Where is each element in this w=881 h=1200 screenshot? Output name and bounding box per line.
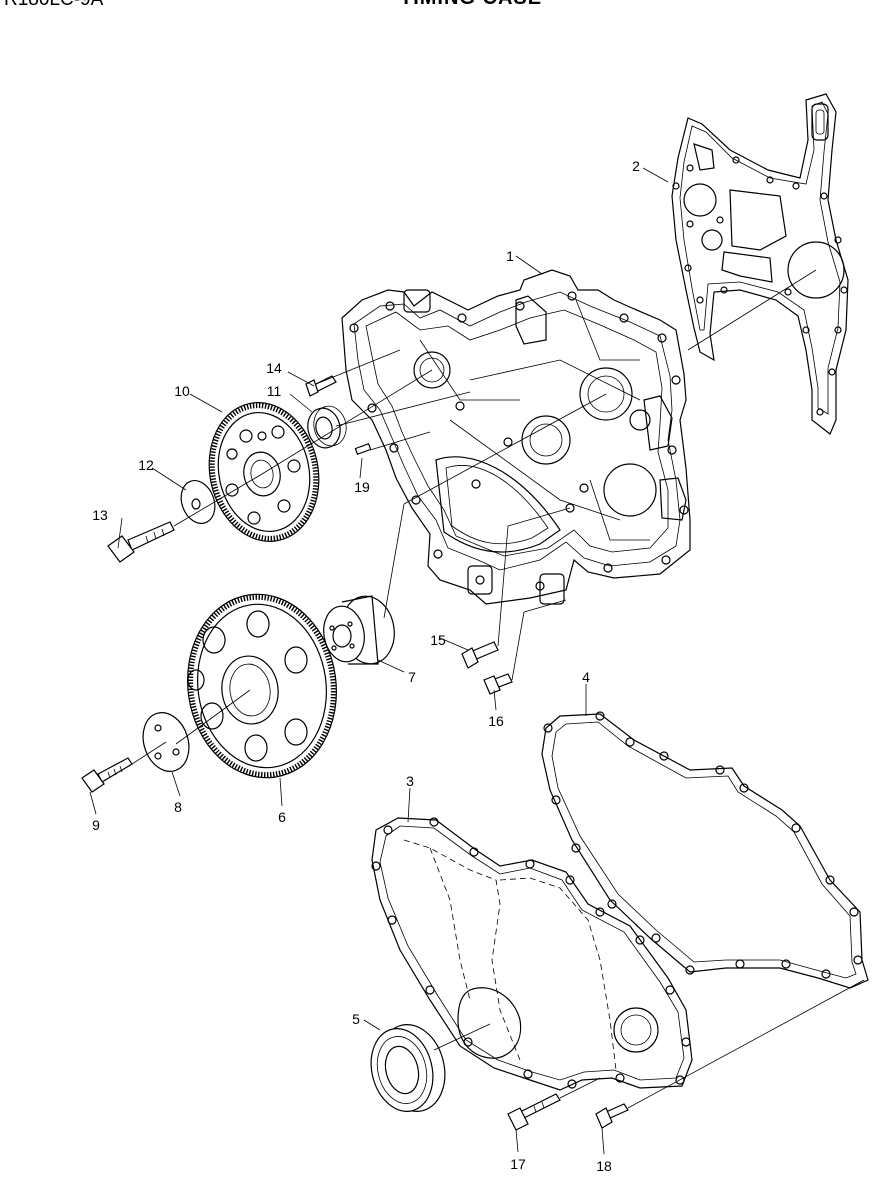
callout-3: 3 xyxy=(406,773,414,789)
callout-16: 16 xyxy=(488,713,504,729)
callout-8: 8 xyxy=(174,799,182,815)
part-1-timing-case xyxy=(341,269,691,605)
callout-1: 1 xyxy=(506,248,514,264)
callout-10: 10 xyxy=(174,383,190,399)
callout-labels: 2 1 14 10 11 12 19 13 15 7 4 16 3 8 6 9 … xyxy=(92,158,640,1174)
part-19-dowel-pin xyxy=(354,443,372,455)
callout-9: 9 xyxy=(92,817,100,833)
part-4-cover-gasket xyxy=(541,711,869,989)
part-7-gear-hub xyxy=(323,595,395,665)
part-9-bolt xyxy=(81,757,133,793)
callout-15: 15 xyxy=(430,632,446,648)
part-15-bolt xyxy=(461,641,499,669)
page-title: TIMING CASE xyxy=(400,0,542,10)
model-number: R180LC-9A xyxy=(4,0,103,11)
callout-2: 2 xyxy=(632,158,640,174)
callout-18: 18 xyxy=(596,1158,612,1174)
callout-13: 13 xyxy=(92,507,108,523)
part-3-front-cover xyxy=(371,817,693,1091)
callout-6: 6 xyxy=(278,809,286,825)
part-6-crank-gear xyxy=(187,593,337,779)
part-12-plate xyxy=(180,480,216,524)
part-2-gasket xyxy=(671,93,849,435)
part-17-bolt xyxy=(507,1093,561,1131)
leader-lines xyxy=(89,167,865,1155)
callout-4: 4 xyxy=(582,669,590,685)
part-14-bolt xyxy=(305,375,337,397)
callout-19: 19 xyxy=(354,479,370,495)
callout-14: 14 xyxy=(266,360,282,376)
callout-7: 7 xyxy=(408,669,416,685)
callout-11: 11 xyxy=(267,383,282,399)
part-5-oil-seal xyxy=(370,1024,446,1112)
part-16-bolt xyxy=(483,673,513,695)
callout-17: 17 xyxy=(510,1156,526,1172)
part-10-idler-gear xyxy=(208,402,320,542)
part-13-bolt xyxy=(107,521,175,563)
part-18-bolt xyxy=(595,1103,629,1129)
part-11-thrust-washer xyxy=(307,405,347,449)
callout-12: 12 xyxy=(138,457,154,473)
callout-5: 5 xyxy=(352,1011,360,1027)
